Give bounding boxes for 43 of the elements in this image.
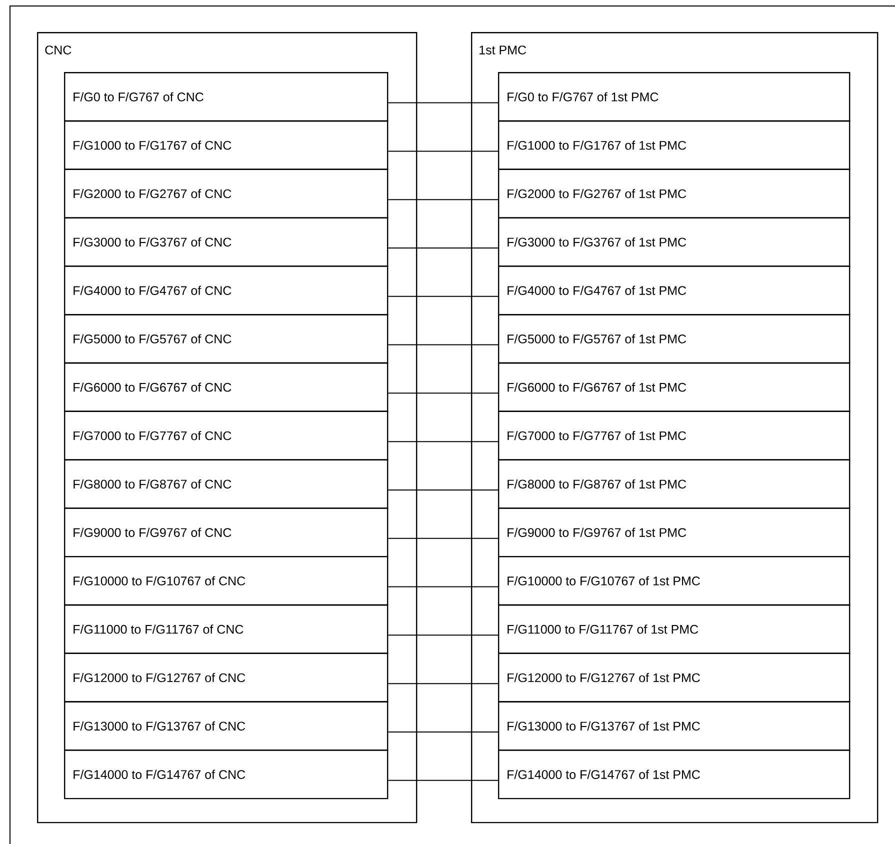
connector-line	[388, 150, 498, 152]
register-box: F/G10000 to F/G10767 of CNC	[64, 556, 388, 606]
register-box: F/G6000 to F/G6767 of 1st PMC	[498, 362, 850, 412]
register-box: F/G12000 to F/G12767 of CNC	[64, 652, 388, 702]
register-box: F/G3000 to F/G3767 of 1st PMC	[498, 217, 850, 267]
register-box: F/G11000 to F/G11767 of 1st PMC	[498, 604, 850, 654]
connector-line	[388, 392, 498, 394]
register-box: F/G14000 to F/G14767 of CNC	[64, 750, 388, 800]
register-box: F/G10000 to F/G10767 of 1st PMC	[498, 556, 850, 606]
register-box: F/G3000 to F/G3767 of CNC	[64, 217, 388, 267]
connector-line	[388, 199, 498, 200]
register-box: F/G9000 to F/G9767 of CNC	[64, 508, 388, 558]
register-box: F/G1000 to F/G1767 of CNC	[64, 120, 388, 170]
connector-line	[388, 344, 498, 346]
register-box: F/G2000 to F/G2767 of 1st PMC	[498, 168, 850, 218]
connector-line	[388, 538, 498, 539]
register-box: F/G5000 to F/G5767 of 1st PMC	[498, 314, 850, 364]
register-box: F/G4000 to F/G4767 of CNC	[64, 266, 388, 316]
register-box: F/G7000 to F/G7767 of 1st PMC	[498, 410, 850, 460]
connector-line	[388, 731, 498, 732]
register-box: F/G13000 to F/G13767 of CNC	[64, 701, 388, 751]
register-box: F/G14000 to F/G14767 of 1st PMC	[498, 750, 850, 800]
register-box: F/G12000 to F/G12767 of 1st PMC	[498, 652, 850, 702]
register-box: F/G8000 to F/G8767 of CNC	[64, 459, 388, 509]
connector-line	[388, 683, 498, 684]
register-box: F/G6000 to F/G6767 of CNC	[64, 362, 388, 412]
register-box: F/G5000 to F/G5767 of CNC	[64, 314, 388, 364]
register-box: F/G9000 to F/G9767 of 1st PMC	[498, 508, 850, 558]
register-box: F/G4000 to F/G4767 of 1st PMC	[498, 266, 850, 316]
register-box: F/G0 to F/G767 of 1st PMC	[498, 72, 850, 122]
connector-line	[388, 586, 498, 588]
connector-line	[388, 441, 498, 442]
register-box: F/G13000 to F/G13767 of 1st PMC	[498, 701, 850, 751]
register-box: F/G2000 to F/G2767 of CNC	[64, 168, 388, 218]
connector-line	[388, 102, 498, 104]
connector-line	[388, 780, 498, 781]
register-box: F/G8000 to F/G8767 of 1st PMC	[498, 459, 850, 509]
connector-line	[388, 296, 498, 297]
register-box: F/G1000 to F/G1767 of 1st PMC	[498, 120, 850, 170]
register-box: F/G11000 to F/G11767 of CNC	[64, 604, 388, 654]
connector-line	[388, 634, 498, 636]
register-box: F/G7000 to F/G7767 of CNC	[64, 410, 388, 460]
register-box: F/G0 to F/G767 of CNC	[64, 72, 388, 122]
